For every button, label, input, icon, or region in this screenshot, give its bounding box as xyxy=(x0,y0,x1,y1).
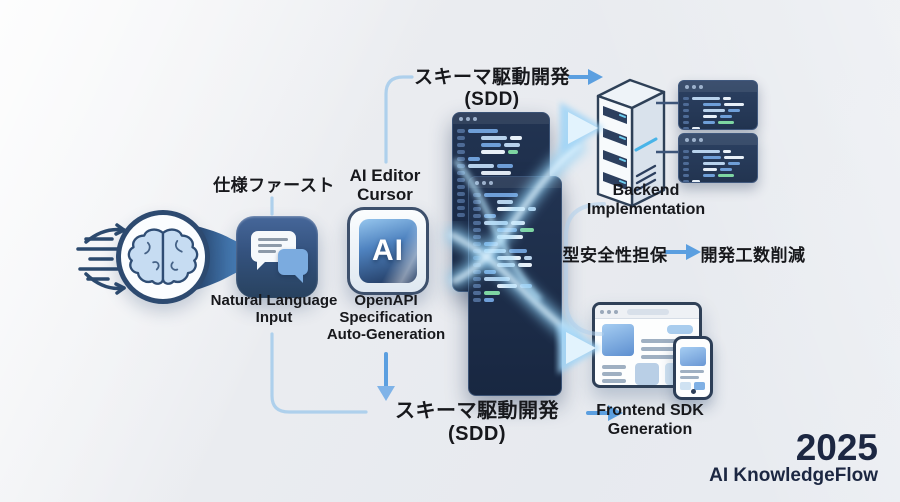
code-line xyxy=(457,136,545,140)
code-line xyxy=(473,228,557,232)
backend-label: Backend Implementation xyxy=(583,181,709,219)
type-safety-label: 型安全性担保 xyxy=(562,246,668,265)
openapi-line3: Auto-Generation xyxy=(326,326,446,343)
code-line xyxy=(457,129,545,133)
code-line xyxy=(473,214,557,218)
nl-line1: Natural Language xyxy=(210,292,338,309)
server-snippet-links xyxy=(656,101,678,154)
code-line xyxy=(683,150,753,153)
window-titlebar xyxy=(679,81,757,92)
ai-editor-icon: AI xyxy=(347,207,429,295)
ai-badge-text: AI xyxy=(372,234,404,267)
brand-name: AI KnowledgeFlow xyxy=(709,465,878,486)
code-line xyxy=(457,150,545,154)
code-line xyxy=(473,249,557,253)
code-line xyxy=(683,103,753,106)
nl-line2: Input xyxy=(255,309,293,326)
backend-line1: Backend xyxy=(612,182,680,199)
code-line xyxy=(473,242,557,246)
natural-language-label: Natural Language Input xyxy=(210,292,338,326)
code-line xyxy=(473,235,557,239)
window-titlebar xyxy=(453,113,549,124)
chat-bubble-blue xyxy=(278,249,308,283)
brain-icon xyxy=(116,210,210,304)
schema-code-window xyxy=(468,176,562,396)
code-line xyxy=(473,200,557,204)
code-line xyxy=(473,277,557,281)
code-lines xyxy=(469,188,561,310)
code-line xyxy=(473,193,557,197)
frontend-label: Frontend SDK Generation xyxy=(586,401,714,439)
code-line xyxy=(683,127,753,129)
code-line xyxy=(683,168,753,171)
code-line xyxy=(473,298,557,302)
backend-line2: Implementation xyxy=(586,201,706,218)
code-line xyxy=(473,284,557,288)
code-line xyxy=(457,157,545,161)
code-lines xyxy=(679,92,757,129)
code-line xyxy=(683,115,753,118)
window-titlebar xyxy=(679,134,757,145)
phone-mockup-icon xyxy=(673,336,713,400)
code-line xyxy=(473,207,557,211)
code-line xyxy=(683,174,753,177)
code-line xyxy=(457,164,545,168)
top-flow-label: スキーマ駆動開発(SDD) xyxy=(413,67,570,110)
spec-first-label: 仕様ファースト xyxy=(213,176,335,195)
code-line xyxy=(473,256,557,260)
openapi-line1: OpenAPI xyxy=(354,292,418,309)
window-titlebar xyxy=(469,177,561,188)
code-line xyxy=(473,263,557,267)
code-lines xyxy=(679,145,757,182)
cost-reduction-label: 開発工数削減 xyxy=(700,246,806,265)
code-line xyxy=(457,171,545,175)
ai-editor-line1: AI Editor xyxy=(349,166,421,185)
code-line xyxy=(683,156,753,159)
chat-bubbles-icon xyxy=(236,216,318,298)
ai-editor-label: AI Editor Cursor xyxy=(333,166,437,204)
openapi-line2: Specification xyxy=(339,309,433,326)
code-line xyxy=(683,180,753,182)
code-line xyxy=(473,221,557,225)
code-line xyxy=(683,121,753,124)
code-line xyxy=(473,291,557,295)
backend-snippet-window xyxy=(678,133,758,183)
code-line xyxy=(683,97,753,100)
code-line xyxy=(683,109,753,112)
openapi-label: OpenAPI Specification Auto-Generation xyxy=(323,292,449,343)
code-line xyxy=(473,270,557,274)
code-line xyxy=(683,162,753,165)
brand-year: 2025 xyxy=(795,427,878,468)
bottom-flow-label: スキーマ駆動開発 (SDD) xyxy=(395,400,559,445)
frontend-line2: Generation xyxy=(607,421,693,438)
frontend-line1: Frontend SDK xyxy=(596,402,704,419)
ai-editor-line2: Cursor xyxy=(357,185,413,204)
code-line xyxy=(457,143,545,147)
backend-snippet-window xyxy=(678,80,758,130)
